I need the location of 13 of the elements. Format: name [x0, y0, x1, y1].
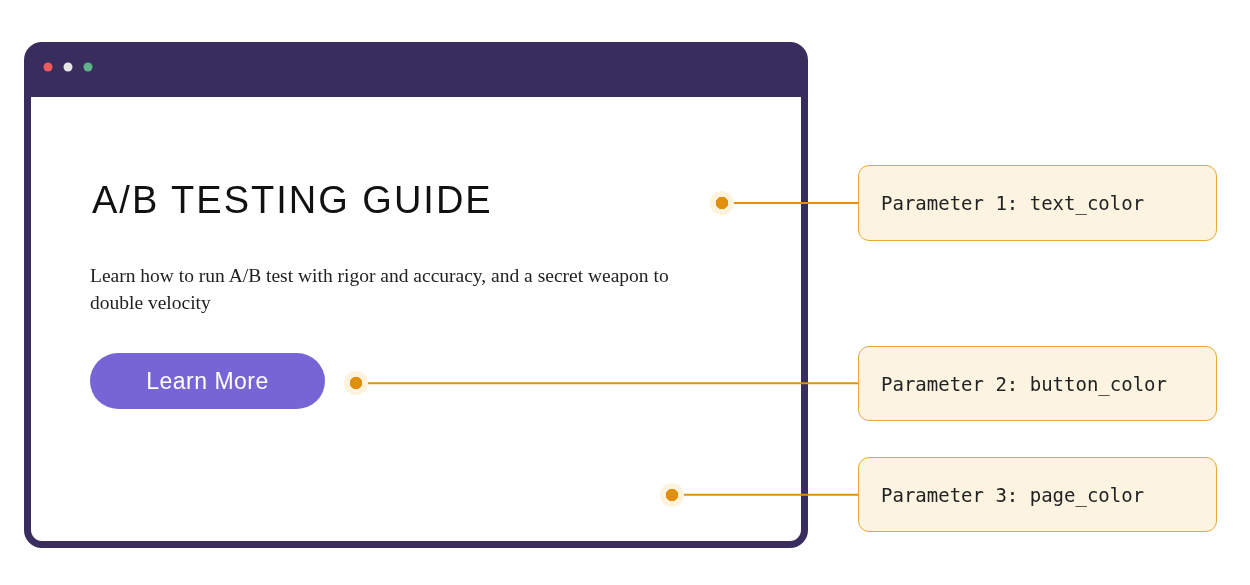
leader-line [367, 382, 859, 385]
parameter-box: Parameter 3: page_color [858, 457, 1217, 532]
parameter-box: Parameter 1: text_color [858, 165, 1217, 241]
marker-dot [660, 483, 684, 507]
page-description: Learn how to run A/B test with rigor and accuracy, and a secret weapon to double velocity [90, 264, 670, 315]
marker-dot [710, 191, 734, 215]
button: Learn More [90, 353, 325, 409]
browser-window [24, 42, 808, 548]
parameter-box: Parameter 2: button_color [858, 346, 1217, 421]
page-heading: A/B TESTING GUIDE [92, 179, 493, 222]
marker-dot [344, 371, 368, 395]
leader-line [683, 493, 859, 496]
leader-line [733, 202, 859, 204]
